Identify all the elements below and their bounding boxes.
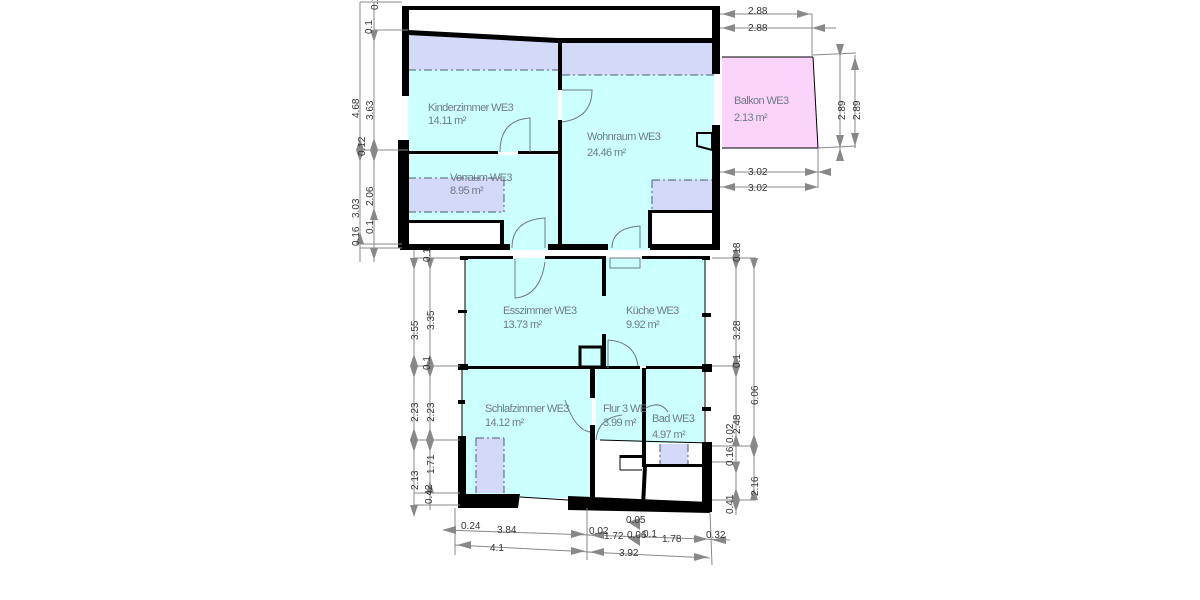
dim-label: 0.02 [725,423,736,443]
dim-label: 2.06 [365,186,376,206]
dim-label: 4.1 [490,543,504,554]
dimension-arrows [356,10,859,561]
dim-label: 2.13 [410,470,421,490]
dim-label: 3.03 [351,198,362,218]
wohnraum-storage-bottom [652,180,714,210]
door-flur-inner[interactable] [595,414,623,441]
dim-label: 3.92 [619,548,639,559]
dim-label: 1.72 [604,531,624,542]
dim-label: 2.23 [426,402,437,422]
door-wohnraum[interactable] [561,89,593,123]
dim-label: 3.55 [410,320,421,340]
room-name: Wohnraum WE3 [587,131,661,143]
dim-label: 1.78 [662,534,682,545]
dim-label: 0.32 [706,530,726,541]
vorraum-storage [408,178,504,212]
room-area: 14.12 m² [485,417,525,429]
dim-label: 2.16 [750,476,761,496]
kueche-fill [605,258,705,366]
dim-label: 0.1 [370,0,381,10]
schlafzimmer-storage [476,438,504,493]
dim-label: 6.06 [750,385,761,405]
flur-fill [596,368,642,442]
door-esszimmer[interactable] [514,259,546,299]
dim-label: 2.89 [852,100,863,120]
dimension-labels: 2.88 2.88 2.89 2.89 3.02 3.02 0.1 4.68 0… [351,0,863,559]
dim-label: 0.1 [365,220,376,234]
walls [398,6,720,513]
wohnraum-storage-top [562,42,714,75]
dimension-lines [359,1,857,566]
dim-label: 1.71 [426,454,437,474]
dim-label: 0.1 [732,354,743,368]
room-name: Küche WE3 [626,305,679,317]
wohnraum-closet [652,212,714,246]
dim-label: 0.05 [626,515,646,526]
dim-label: 0.06 [627,530,647,541]
door-swings [499,89,669,441]
dim-label: 2.88 [748,23,768,34]
room-area: 14.11 m² [428,115,467,127]
dim-label: 3.02 [748,167,768,178]
storage-lines [408,69,714,493]
room-name: Kinderzimmer WE3 [428,102,514,114]
dim-label: 0.02 [589,526,609,537]
dim-label: 2.88 [748,6,768,17]
bad-fill [646,368,704,443]
kinderzimmer-storage [408,33,558,70]
room-area: 8.95 m² [450,185,484,197]
balkon-fill [722,57,818,148]
dim-label: 0.16 [725,446,736,466]
room-area: 13.73 m² [503,319,543,331]
dim-label: 0.12 [357,136,368,156]
dim-label: 0.1 [422,248,433,262]
door-vorraum[interactable] [511,217,546,249]
dim-label: 2.23 [410,402,421,422]
dim-label: 3.28 [732,320,743,340]
door-schlafzimmer[interactable] [564,399,591,433]
dim-label: 3.84 [497,525,517,536]
room-area: 4.97 m² [652,429,686,441]
room-area: 3.99 m² [603,417,637,429]
door-kueche-top[interactable] [609,257,641,269]
dim-label: 0.1 [643,529,657,540]
room-name: Schlafzimmer WE3 [485,403,569,415]
dim-label: 0.1 [364,20,375,34]
door-wohnraum-south[interactable] [611,225,641,249]
dim-label: 0.16 [351,226,362,246]
door-kinderzimmer[interactable] [499,117,531,153]
room-name: Esszimmer WE3 [503,305,577,317]
dim-label: 0.41 [725,494,736,514]
dim-label: 2.48 [732,414,743,434]
bad-storage [660,444,688,466]
room-area: 9.92 m² [626,319,660,331]
dim-label: 0.1 [422,356,433,370]
room-name: Balkon WE3 [734,95,789,107]
room-name: Flur 3 WE [603,403,647,415]
dim-label: 3.02 [748,183,768,194]
room-name: Vorraum WE3 [450,172,512,184]
room-name: Bad WE3 [652,413,695,425]
dim-label: 0.42 [424,484,435,504]
dim-label: 2.89 [837,100,848,120]
thin-lines [461,56,819,501]
vorraum-closet [408,222,504,246]
room-area: 24.46 m² [587,147,627,159]
room-labels: Kinderzimmer WE3 14.11 m² Wohnraum WE3 2… [428,95,790,441]
door-bad[interactable] [645,404,669,413]
door-flur[interactable] [607,339,639,368]
room-area: 2.13 m² [734,112,768,124]
dim-label: 3.63 [365,100,376,120]
dim-label: 0.24 [461,521,481,532]
dim-label: 4.68 [351,98,362,118]
dim-label: 3.35 [426,310,437,330]
dim-label: 0.18 [732,242,743,262]
